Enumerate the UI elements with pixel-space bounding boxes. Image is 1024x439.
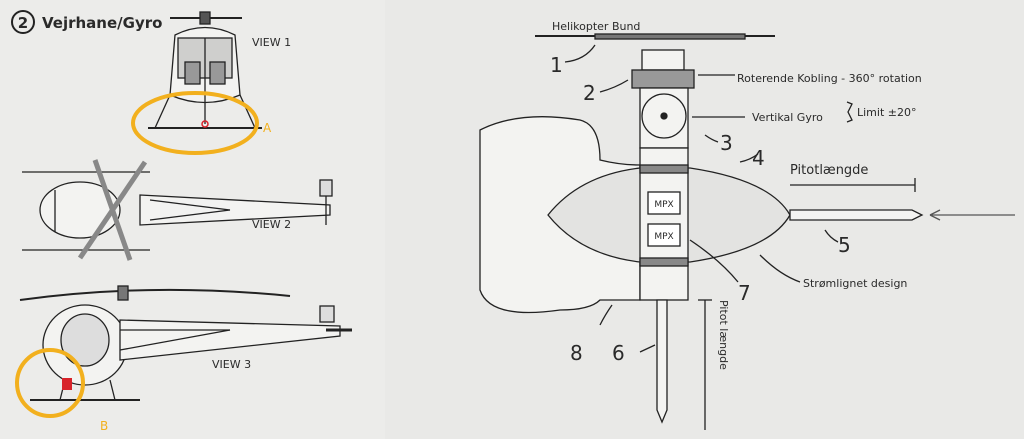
mpx-sensor-2: MPX bbox=[654, 232, 673, 242]
gyro-marker-side bbox=[62, 378, 72, 390]
part-number-8: 8 bbox=[570, 341, 583, 365]
title-number-circle bbox=[11, 10, 35, 34]
part-number-5: 5 bbox=[838, 233, 851, 257]
label-roterende-kobling: Roterende Kobling - 360° rotation bbox=[737, 72, 922, 85]
view2-label: VIEW 2 bbox=[252, 218, 291, 231]
label-pitotlaengde-horizontal: Pitotlængde bbox=[790, 163, 868, 178]
part-number-6: 6 bbox=[612, 341, 625, 365]
part-number-7: 7 bbox=[738, 281, 751, 305]
gyro-marker-front bbox=[201, 120, 209, 128]
highlight-b-label: B bbox=[100, 419, 108, 433]
mpx-sensor-1: MPX bbox=[654, 200, 673, 210]
title-block: 2 Vejrhane/Gyro bbox=[11, 10, 162, 34]
helicopter-front-view bbox=[148, 11, 262, 129]
label-stromlinet-design: Strømlignet design bbox=[803, 277, 907, 290]
label-pitotlaengde-vertical: Pitot længde bbox=[717, 300, 730, 370]
highlight-a-ellipse bbox=[131, 91, 259, 155]
label-limit: Limit ±20° bbox=[857, 106, 916, 119]
gyro-assembly bbox=[479, 33, 1015, 430]
part-number-2: 2 bbox=[583, 81, 596, 105]
highlight-a-label: A bbox=[263, 121, 272, 135]
view3-label: VIEW 3 bbox=[212, 358, 251, 371]
title-number: 2 bbox=[18, 14, 28, 32]
part-number-3: 3 bbox=[720, 131, 733, 155]
page-title: Vejrhane/Gyro bbox=[42, 14, 162, 32]
part-number-1: 1 bbox=[550, 53, 563, 77]
helicopter-top-view bbox=[22, 159, 333, 261]
part-number-4: 4 bbox=[752, 146, 765, 170]
view1-label: VIEW 1 bbox=[252, 36, 291, 49]
label-helikopter-bund: Helikopter Bund bbox=[552, 20, 640, 33]
highlight-b-ellipse bbox=[15, 348, 85, 418]
helicopter-side-view bbox=[19, 285, 352, 401]
label-vertikal-gyro: Vertikal Gyro bbox=[752, 111, 823, 124]
